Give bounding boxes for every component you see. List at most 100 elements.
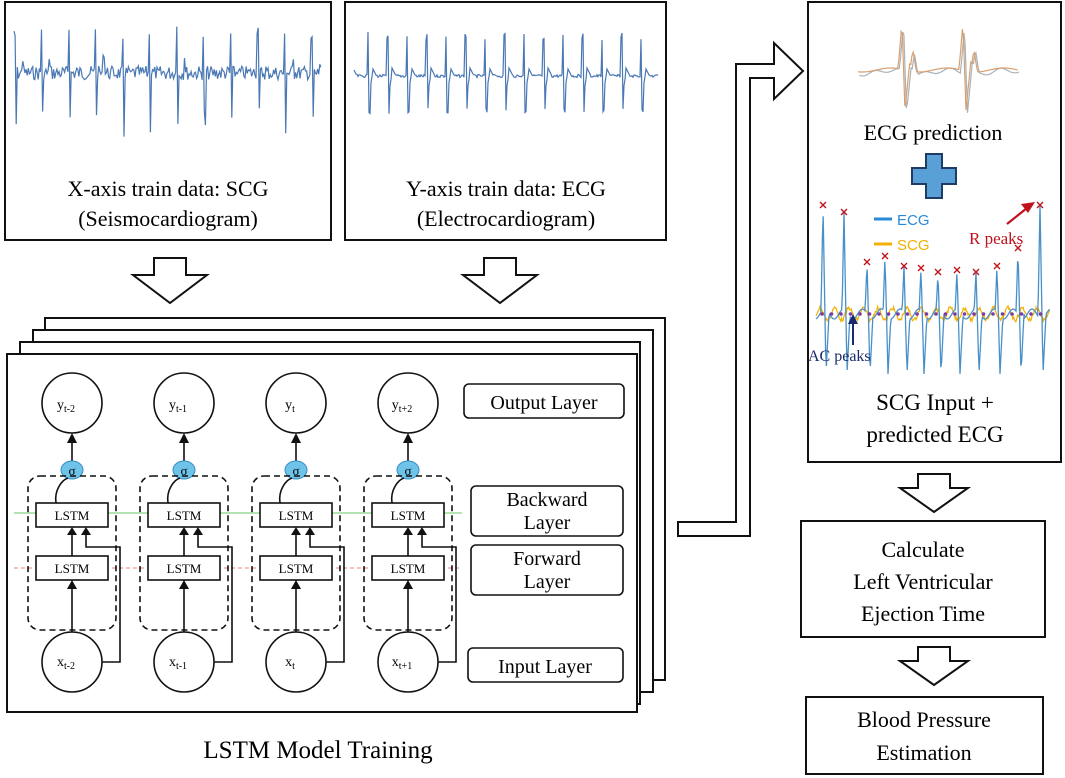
output-layer-text: Output Layer	[490, 392, 598, 414]
bp-text-1: Blood Pressure	[857, 707, 991, 732]
backward-layer-label: Backward Layer	[470, 485, 624, 537]
forward-layer-label: Forward Layer	[470, 544, 624, 596]
backward-lstm-label: LSTM	[55, 508, 90, 523]
backward-to-sigma-curve	[390, 477, 405, 504]
lvet-text-1: Calculate	[881, 537, 964, 562]
sigma-to-output-arrowhead	[67, 433, 77, 443]
ac-peak-marker	[1038, 312, 1043, 316]
forward-lstm-label: LSTM	[55, 561, 90, 576]
output-node	[377, 372, 439, 434]
backward-layer-text-1: Backward	[506, 489, 587, 511]
predicted-ecg-title: predicted ECG	[866, 422, 1003, 447]
forward-lstm-label: LSTM	[279, 561, 314, 576]
r-peak-marker	[953, 266, 961, 274]
input-to-forward-arrowhead	[179, 580, 189, 589]
forward-to-backward-arrowhead	[403, 527, 413, 535]
sigma-activation-node	[60, 460, 84, 480]
sigma-activation-node	[396, 460, 420, 480]
backward-lstm-cell	[147, 502, 221, 528]
r-peak-marker	[1014, 244, 1022, 252]
ac-peak-marker	[981, 312, 986, 316]
ac-peak-marker	[962, 312, 967, 316]
ac-peak-marker	[820, 312, 824, 316]
r-peak-marker	[1036, 201, 1044, 209]
input-to-forward-arrowhead	[67, 580, 77, 589]
lvet-text-3: Ejection Time	[861, 601, 985, 626]
output-node	[265, 372, 327, 434]
backward-lstm-label: LSTM	[391, 508, 426, 523]
ac-peak-marker	[1019, 312, 1024, 316]
output-node-subscript: t-1	[176, 404, 187, 415]
ac-peak-marker	[991, 312, 995, 316]
forward-to-backward-arrowhead	[291, 527, 301, 535]
ecg-to-lstm-arrow	[460, 257, 540, 305]
r-peaks-arrow-head	[1021, 202, 1035, 213]
forward-lstm-label: LSTM	[391, 561, 426, 576]
forward-to-backward-arrowhead	[67, 527, 77, 535]
ecg-signal-waveform	[353, 31, 659, 115]
ac-peak-marker	[924, 312, 929, 316]
ac-peak-marker	[848, 312, 853, 316]
r-peak-marker	[900, 262, 908, 270]
ac-peak-marker	[896, 312, 900, 316]
r-peak-marker	[917, 264, 925, 272]
input-to-backward-line	[85, 533, 121, 663]
ac-peak-marker	[953, 312, 957, 316]
backward-lstm-label: LSTM	[279, 508, 314, 523]
scg-panel-frame	[4, 1, 332, 241]
ac-peak-marker	[858, 312, 862, 316]
forward-lstm-cell	[147, 555, 221, 581]
ac-peak-marker	[905, 312, 910, 316]
ecg-overlay-waveform	[815, 204, 1051, 375]
ac-peak-markers	[820, 312, 1043, 316]
ac-peak-marker	[839, 312, 843, 316]
scg-train-data-panel: X-axis train data: SCG (Seismocardiogram…	[4, 1, 332, 241]
scg-panel-title: X-axis train data: SCG	[67, 176, 268, 201]
prediction-to-lvet-arrow	[896, 473, 972, 514]
input-to-backward-arrowhead	[305, 527, 315, 535]
bp-panel-frame	[805, 696, 1044, 775]
input-to-forward-arrowhead	[291, 580, 301, 589]
sigma-symbol: σ	[404, 463, 411, 478]
sigma-activation-node	[284, 460, 308, 480]
r-peak-marker	[934, 268, 942, 276]
input-layer-frame	[467, 647, 624, 683]
output-node	[153, 372, 215, 434]
backward-lstm-cell	[259, 502, 333, 528]
output-layer-frame	[463, 383, 625, 419]
input-to-backward-line	[309, 533, 345, 663]
forward-layer-text-2: Layer	[524, 571, 571, 593]
backward-to-sigma-curve	[166, 477, 181, 504]
scg-panel-subtitle: (Seismocardiogram)	[78, 206, 258, 231]
r-peak-marker	[863, 258, 871, 266]
r-peak-marker	[972, 268, 980, 276]
ecg-train-data-panel: Y-axis train data: ECG (Electrocardiogra…	[344, 1, 667, 241]
scg-signal-waveform	[13, 26, 322, 137]
sigma-activation-node	[172, 460, 196, 480]
ac-peak-marker	[877, 312, 881, 316]
ac-peak-marker	[1000, 312, 1005, 316]
ac-peak-marker	[1029, 312, 1033, 316]
ecg-prediction-panel: ECG prediction ECG SCG R peaks AC peaks …	[807, 1, 1062, 463]
r-peak-marker	[840, 208, 848, 216]
backward-to-sigma-curve	[54, 477, 69, 504]
bp-text-2: Estimation	[876, 740, 971, 765]
forward-to-backward-arrowhead	[179, 527, 189, 535]
output-node-subscript: t	[292, 404, 295, 415]
input-to-backward-arrowhead	[417, 527, 427, 535]
lvet-panel: Calculate Left Ventricular Ejection Time	[800, 520, 1046, 638]
input-node-subscript: t-2	[64, 661, 75, 672]
backward-to-sigma-curve	[278, 477, 293, 504]
input-to-forward-arrowhead	[403, 580, 413, 589]
r-peak-marker	[881, 252, 889, 260]
input-to-backward-line	[197, 533, 233, 663]
sigma-symbol: σ	[180, 463, 187, 478]
forward-layer-text-1: Forward	[513, 548, 581, 570]
lstm-training-caption: LSTM Model Training	[203, 737, 433, 764]
backward-lstm-label: LSTM	[167, 508, 202, 523]
lstm-unrolled-columns: yt-2σLSTMLSTMxt-2yt-1σLSTMLSTMxt-1ytσLST…	[27, 372, 457, 693]
